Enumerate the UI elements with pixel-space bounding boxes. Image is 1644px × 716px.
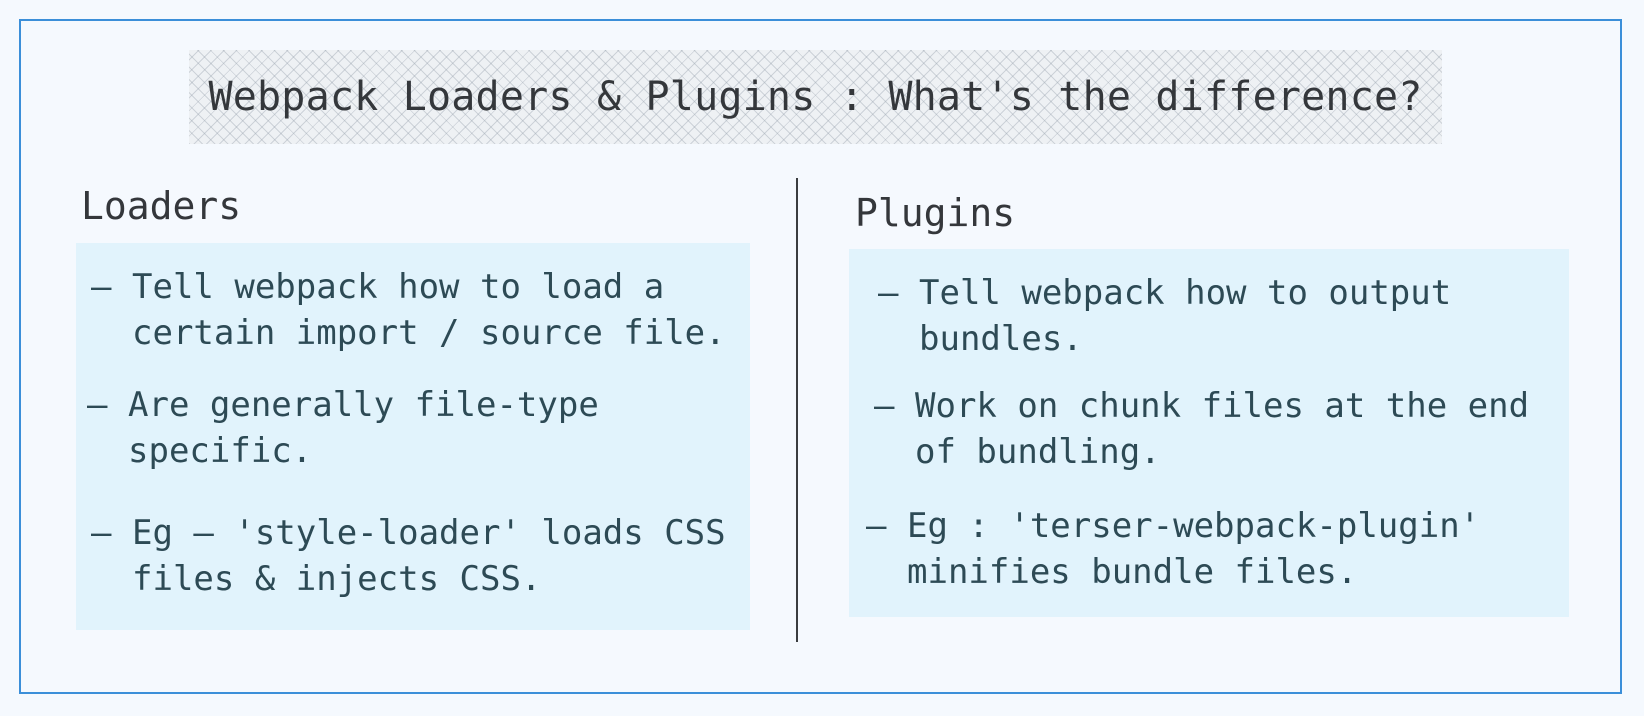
title-banner: Webpack Loaders & Plugins : What's the d… (189, 50, 1442, 144)
plugins-item-2: – Work on chunk files at the end of bund… (874, 383, 1529, 475)
column-divider (796, 178, 798, 642)
item-line: minifies bundle files. (907, 552, 1358, 592)
bullet-dash: – (874, 386, 895, 426)
bullet-dash: – (87, 385, 108, 425)
bullet-dash: – (878, 273, 899, 313)
loaders-item-2: – Are generally file-type specific. (87, 382, 599, 474)
bullet-dash: – (866, 506, 887, 546)
item-line: certain import / source file. (132, 313, 726, 353)
plugins-item-3: – Eg : 'terser-webpack-plugin' minifies … (866, 503, 1480, 595)
item-line: Eg – 'style-loader' loads CSS (132, 513, 726, 553)
bullet-dash: – (91, 267, 112, 307)
loaders-item-3: – Eg – 'style-loader' loads CSS files & … (91, 510, 726, 602)
bullet-dash: – (91, 513, 112, 553)
item-line: files & injects CSS. (132, 559, 542, 599)
item-line: Eg : 'terser-webpack-plugin' (907, 506, 1481, 546)
plugins-item-1: – Tell webpack how to output bundles. (878, 270, 1451, 362)
item-line: specific. (128, 431, 313, 471)
item-line: Tell webpack how to load a (132, 267, 665, 307)
diagram-title: Webpack Loaders & Plugins : What's the d… (208, 74, 1423, 120)
item-line: Work on chunk files at the end (915, 386, 1530, 426)
item-line: of bundling. (915, 432, 1161, 472)
loaders-item-1: – Tell webpack how to load a certain imp… (91, 264, 726, 356)
loaders-panel (76, 243, 750, 630)
item-line: Are generally file-type (128, 385, 599, 425)
plugins-heading: Plugins (855, 191, 1016, 235)
item-line: bundles. (919, 319, 1083, 359)
item-line: Tell webpack how to output (919, 273, 1452, 313)
loaders-heading: Loaders (81, 184, 242, 228)
plugins-panel (849, 249, 1569, 617)
diagram-frame (19, 19, 1622, 694)
